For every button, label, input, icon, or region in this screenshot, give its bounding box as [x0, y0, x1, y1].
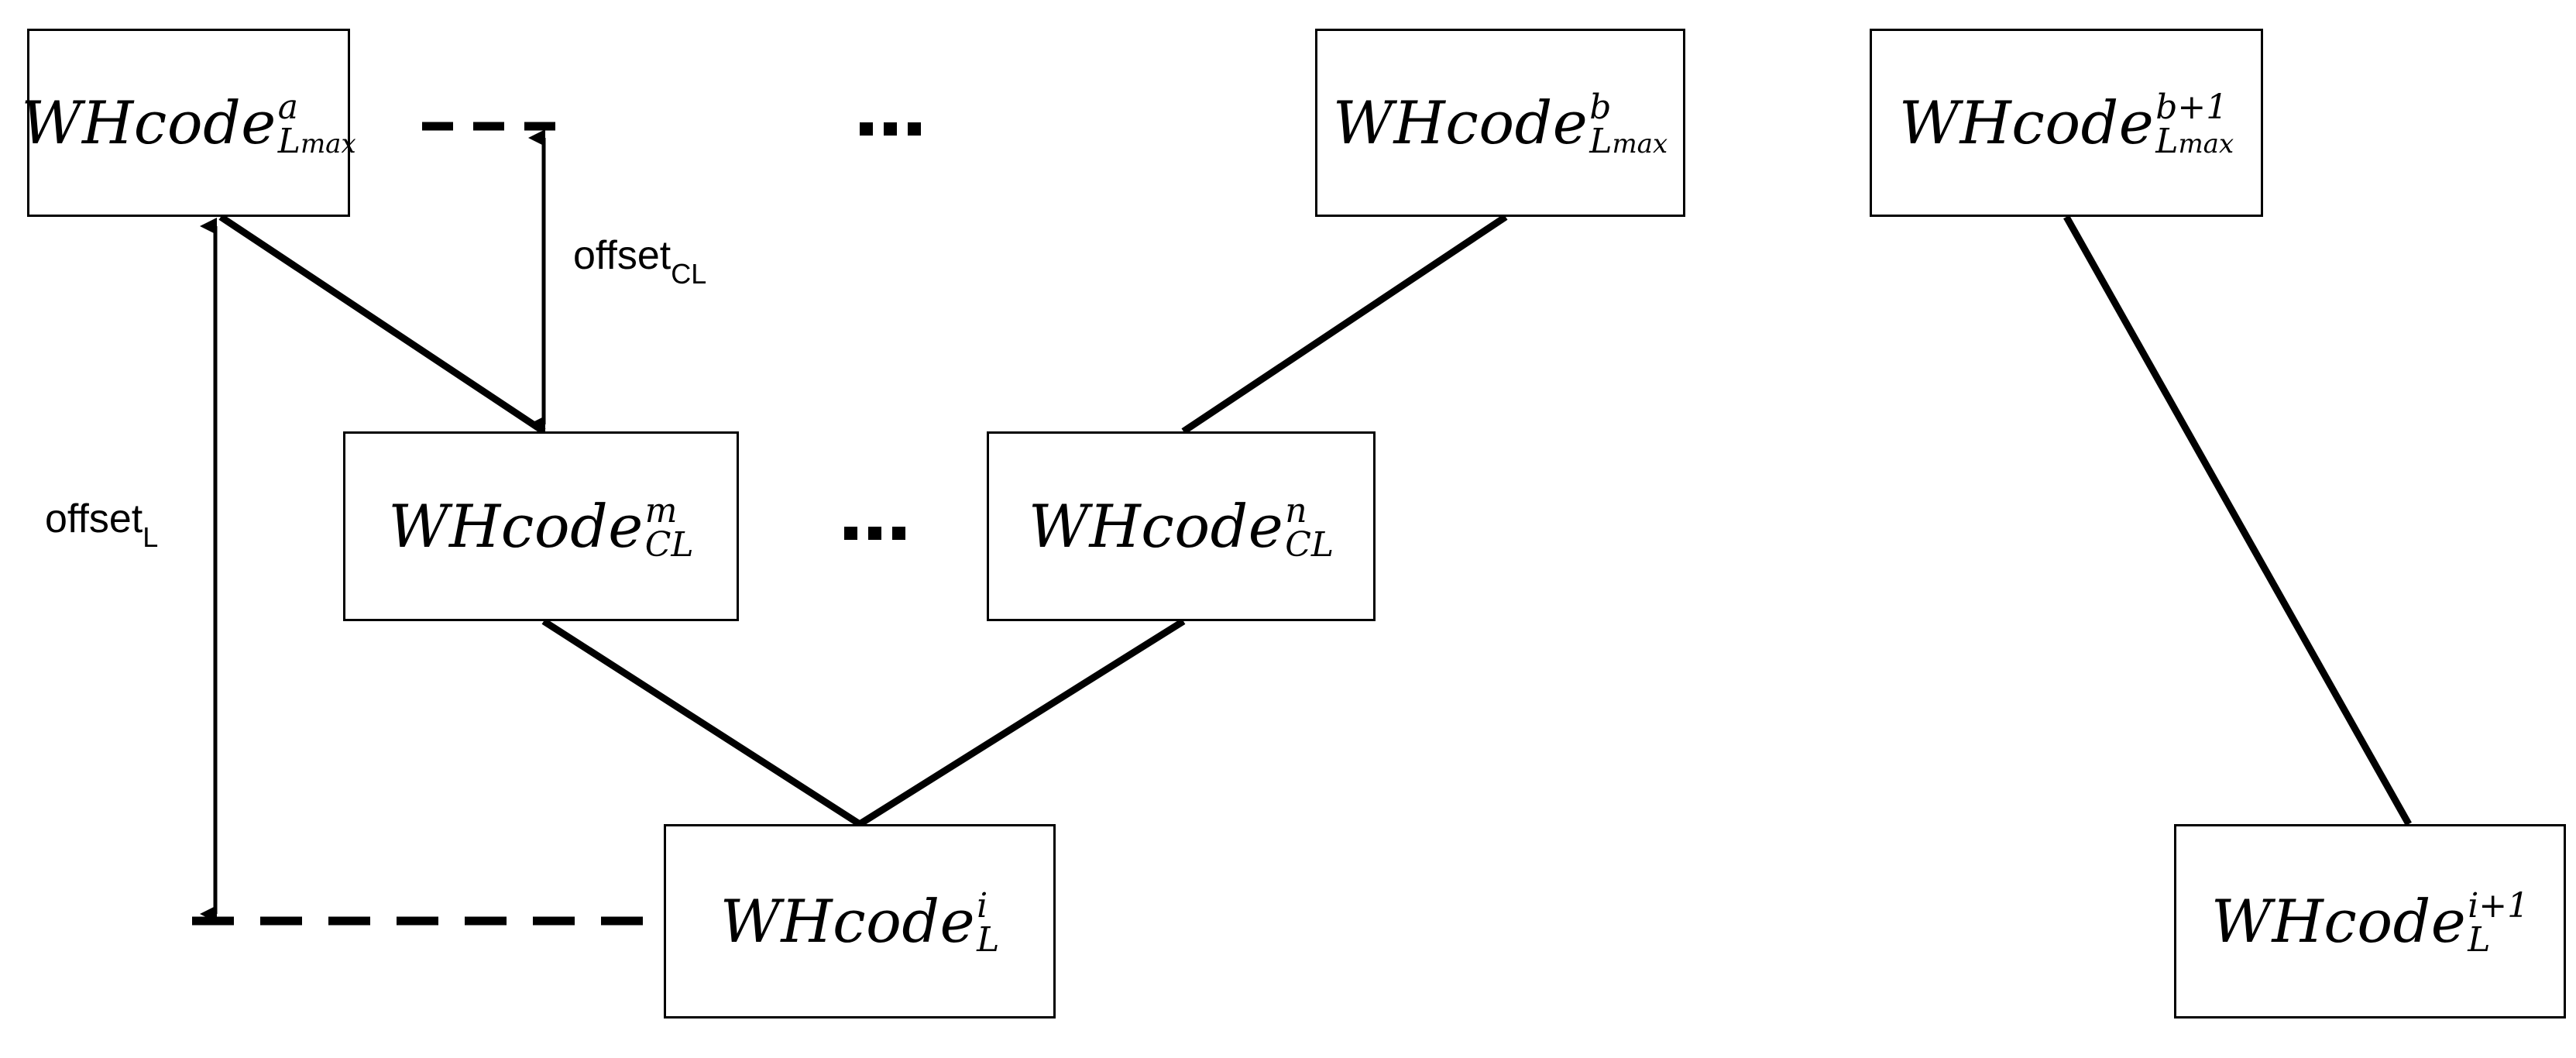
formula-superscript: a	[277, 87, 298, 127]
formula-whcode-cl-n: WHcode n CL	[1028, 490, 1334, 562]
offset-l-subscript: L	[143, 521, 159, 554]
edge-cl-m-to-l-i	[541, 618, 862, 827]
formula-subscript: Lmax	[2155, 121, 2234, 161]
edge-lmax-a-to-cl-m	[218, 214, 546, 435]
formula-subscript: Lmax	[1589, 121, 1668, 161]
formula-subscript-main: CL	[1285, 524, 1334, 565]
formula-whcode-l-i: WHcode i L	[720, 885, 1000, 957]
offset-cl-subscript: CL	[671, 258, 707, 290]
formula-superscript: i+1	[2468, 885, 2530, 926]
formula-base: WHcode	[720, 886, 976, 956]
offset-l-label: offsetL	[45, 496, 158, 553]
formula-subscript-main: L	[2468, 919, 2491, 960]
formula-base: WHcode	[1898, 88, 2155, 157]
formula-subscript-sub: max	[300, 128, 356, 160]
ellipsis-dot	[860, 122, 873, 136]
formula-subscript: Lmax	[277, 121, 356, 161]
ellipsis-dot	[884, 122, 897, 136]
formula-base: WHcode	[388, 491, 644, 561]
formula-whcode-lmax-b: WHcode b Lmax	[1332, 87, 1668, 161]
formula-superscript: m	[644, 490, 678, 531]
ellipsis-dot	[844, 527, 857, 540]
ellipsis-dot	[868, 527, 881, 540]
formula-subscript-sub: max	[1612, 128, 1668, 160]
formula-subscript: L	[977, 922, 999, 957]
ellipsis-top	[860, 122, 921, 136]
formula-subscript: L	[2468, 922, 2529, 957]
node-whcode-l-i-plus-1[interactable]: WHcode i+1 L	[2174, 824, 2566, 1018]
node-whcode-l-i[interactable]: WHcode i L	[664, 824, 1056, 1018]
formula-whcode-lmax-a: WHcode a Lmax	[21, 87, 356, 161]
formula-subscript-main: CL	[644, 524, 694, 565]
edge-lmax-bp1-to-l-ip1	[2063, 215, 2412, 826]
ellipsis-dot	[892, 527, 905, 540]
formula-scripts: b Lmax	[1589, 87, 1668, 161]
formula-scripts: a Lmax	[277, 87, 356, 161]
ellipsis-dot	[908, 122, 921, 136]
formula-scripts: b+1 Lmax	[2155, 87, 2234, 161]
formula-superscript: n	[1285, 490, 1307, 531]
node-whcode-cl-n[interactable]: WHcode n CL	[987, 431, 1376, 621]
formula-base: WHcode	[1332, 88, 1589, 157]
formula-whcode-lmax-b-plus-1: WHcode b+1 Lmax	[1898, 87, 2234, 161]
ellipsis-middle	[844, 527, 905, 540]
formula-subscript: CL	[645, 527, 694, 562]
node-whcode-lmax-a[interactable]: WHcode a Lmax	[21, 29, 356, 217]
node-whcode-lmax-b-plus-1[interactable]: WHcode b+1 Lmax	[1870, 29, 2263, 217]
formula-superscript: b+1	[2155, 87, 2228, 127]
edge-cl-n-to-l-i	[857, 618, 1186, 827]
formula-scripts: m CL	[644, 490, 694, 562]
formula-subscript-main: L	[977, 919, 1000, 960]
formula-subscript: CL	[1285, 527, 1334, 562]
formula-scripts: i+1 L	[2468, 885, 2530, 957]
node-whcode-lmax-b[interactable]: WHcode b Lmax	[1315, 29, 1685, 217]
offset-cl-label: offsetCL	[573, 232, 706, 290]
formula-scripts: n CL	[1285, 490, 1334, 562]
formula-superscript: b	[1589, 87, 1612, 127]
formula-superscript: i	[977, 885, 988, 926]
formula-base: WHcode	[21, 88, 276, 157]
formula-whcode-cl-m: WHcode m CL	[388, 490, 694, 562]
formula-scripts: i L	[977, 885, 999, 957]
formula-subscript-main: L	[2155, 121, 2179, 161]
formula-base: WHcode	[1028, 491, 1284, 561]
formula-subscript-main: L	[1589, 121, 1613, 161]
formula-base: WHcode	[2210, 886, 2467, 956]
offset-cl-text: offset	[573, 233, 671, 278]
node-whcode-cl-m[interactable]: WHcode m CL	[343, 431, 739, 621]
formula-subscript-sub: max	[2178, 128, 2234, 160]
formula-subscript-main: L	[277, 121, 301, 161]
formula-whcode-l-i-plus-1: WHcode i+1 L	[2210, 885, 2530, 957]
offset-l-text: offset	[45, 496, 143, 541]
edge-lmax-b-to-cl-n	[1181, 214, 1508, 435]
